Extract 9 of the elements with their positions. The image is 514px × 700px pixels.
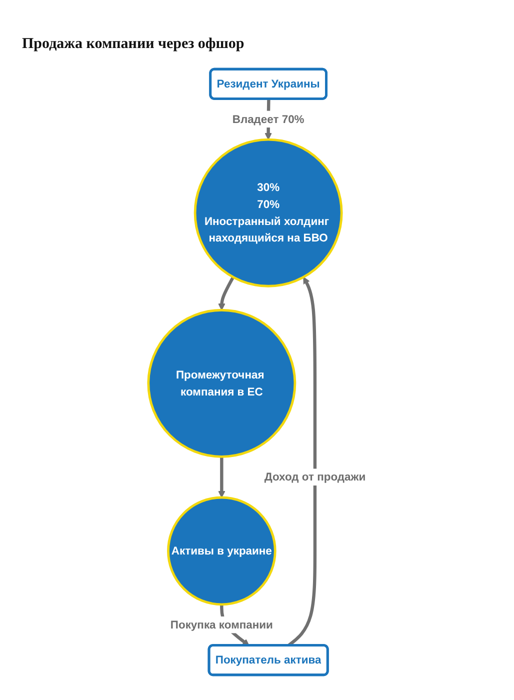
edge-label: Владеет 70% xyxy=(232,112,304,126)
node-circle: Активы в украине xyxy=(167,496,276,606)
node-circle: Промежуточная компания в ЕС xyxy=(147,308,296,458)
diagram-title: Продажа компании через офшор xyxy=(22,36,244,53)
node-circle: 30% 70% Иностранный холдинг находящийся на БВО xyxy=(194,138,343,288)
arrow xyxy=(218,276,235,310)
edge-label: Покупка компании xyxy=(170,618,273,631)
edge-label: Доход от продажи xyxy=(264,470,366,484)
arrow xyxy=(218,456,226,498)
